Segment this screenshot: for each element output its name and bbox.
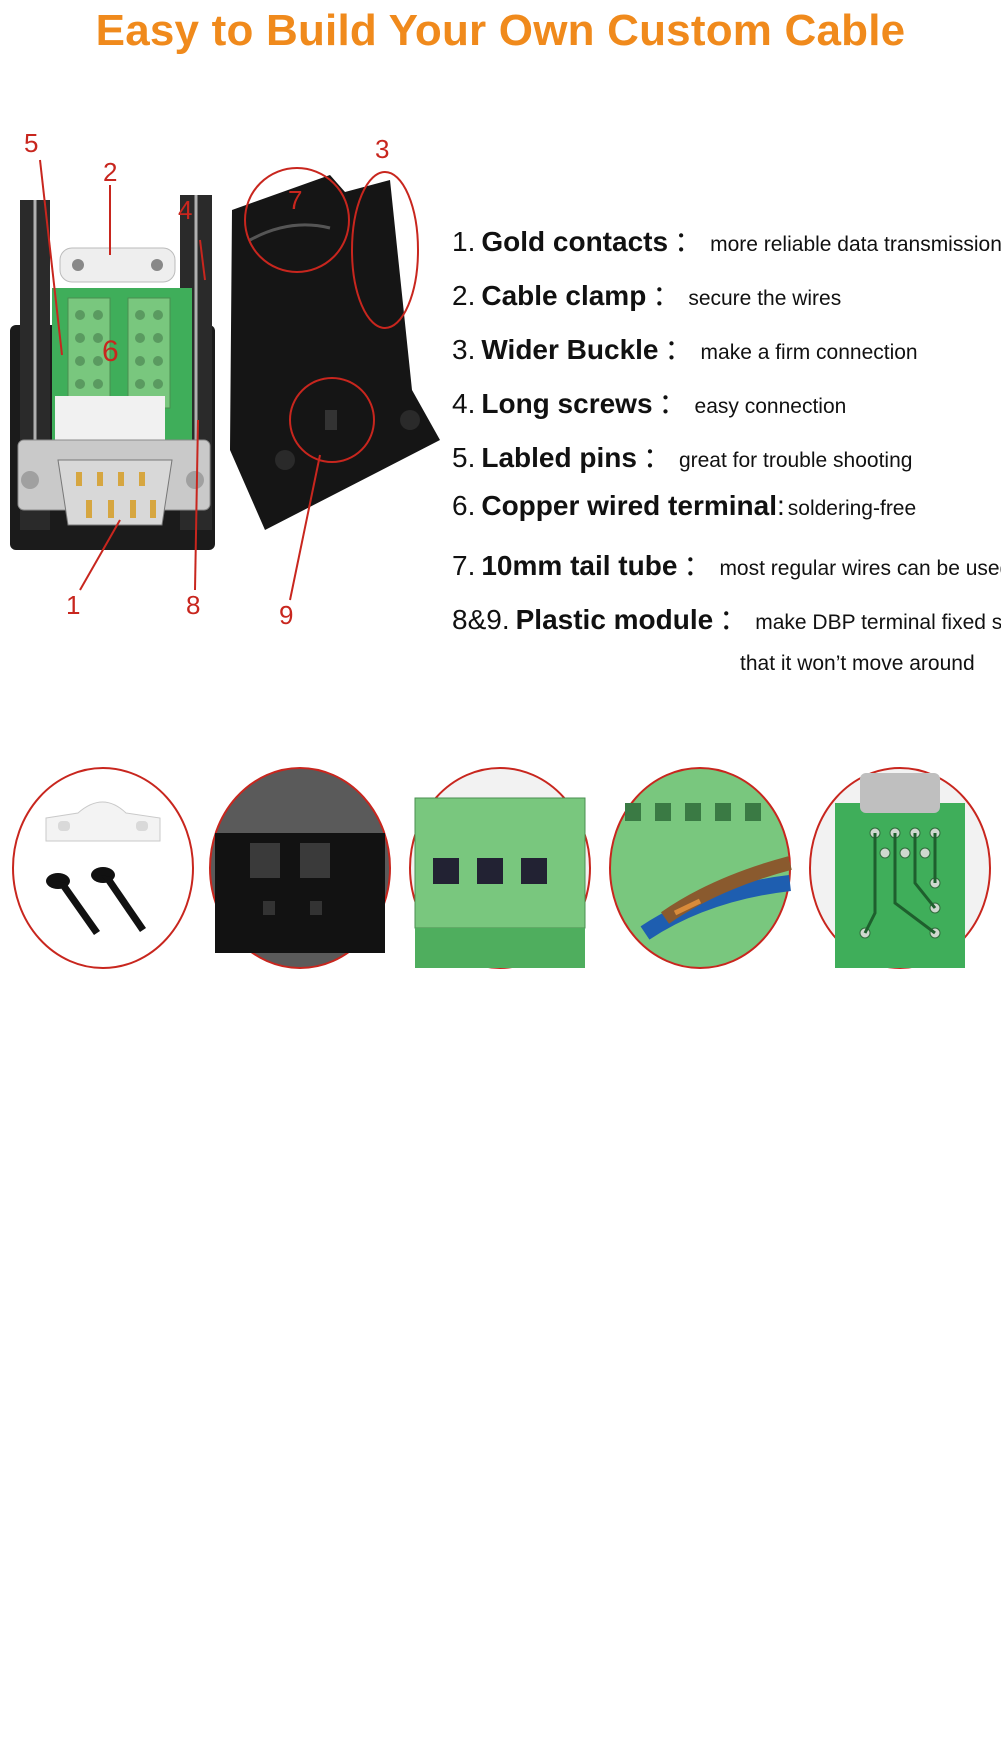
- thumbnail-pcb-traces: [809, 767, 991, 969]
- feature-list: 1. Gold contacts ： more reliable data tr…: [452, 220, 1001, 652]
- feature-name: Long screws: [481, 388, 653, 419]
- feature-number: 5.: [452, 442, 476, 473]
- detail-thumbnails: 5 4 3 9 6 5 4 3 2 1 GND: [0, 755, 1001, 1741]
- cable-clamp: [59, 247, 176, 283]
- thumb-pin-label: 4: [490, 1675, 501, 1695]
- feature-description: more reliable data transmission: [710, 233, 1001, 256]
- thumb-pin-label: 3: [532, 1675, 543, 1695]
- feature-number: 6.: [452, 490, 476, 521]
- pcb-pin-label: 5: [914, 1655, 921, 1669]
- feature-description: soldering-free: [787, 497, 917, 520]
- plastic-cover: [230, 175, 440, 530]
- feature-separator: ：: [683, 550, 712, 581]
- feature-item: 1. Gold contacts ： more reliable data tr…: [452, 220, 1001, 274]
- feature-number: 3.: [452, 334, 476, 365]
- pcb-pin-label: 6: [930, 1610, 937, 1624]
- product-diagram: 5 2 4 7 3 6 1 8 9: [0, 120, 445, 660]
- feature-item: 7. 10mm tail tube ： most regular wires c…: [452, 544, 1001, 598]
- feature-name: Wider Buckle: [481, 334, 659, 365]
- callout-label-8: 8: [186, 590, 201, 620]
- feature-separator: ：: [642, 442, 671, 473]
- feature-description: most regular wires can be used: [719, 557, 1001, 580]
- callout-label-5: 5: [24, 128, 39, 158]
- feature-item: 6. Copper wired terminal : soldering-fre…: [452, 490, 1001, 544]
- feature-item: 8&9. Plastic module ： make DBP terminal …: [452, 598, 1001, 652]
- callout-label-4: 4: [178, 195, 193, 225]
- plastic-module: [55, 396, 165, 444]
- feature-number: 2.: [452, 280, 476, 311]
- feature-separator: ：: [664, 334, 693, 365]
- feature-description: make DBP terminal fixed so: [755, 611, 1001, 634]
- feature-number: 1.: [452, 226, 476, 257]
- feature-name: 10mm tail tube: [481, 550, 678, 581]
- page-title: Easy to Build Your Own Custom Cable: [95, 6, 906, 55]
- feature-item: 4. Long screws ： easy connection: [452, 382, 1001, 436]
- feature-description: secure the wires: [688, 287, 842, 310]
- feature-number: 7.: [452, 550, 476, 581]
- callout-label-6: 6: [102, 335, 119, 368]
- callout-circle-3: [351, 171, 419, 329]
- feature-separator: ：: [652, 280, 681, 311]
- thumbnail-terminal: [409, 767, 591, 969]
- feature-name: Labled pins: [481, 442, 637, 473]
- feature-continuation: that it won’t move around: [740, 652, 975, 675]
- feature-description: make a firm connection: [700, 341, 918, 364]
- terminal-block-right: [127, 297, 171, 409]
- callout-circle-9: [289, 377, 375, 463]
- feature-number: 4.: [452, 388, 476, 419]
- feature-separator: :: [776, 490, 785, 521]
- pcb-pin-label: 3: [914, 1691, 921, 1705]
- pcb-pin-label: GND: [848, 1723, 873, 1735]
- feature-name: Cable clamp: [481, 280, 647, 311]
- feature-item: 5. Labled pins ： great for trouble shoot…: [452, 436, 1001, 490]
- pcb-pin-label: 1: [914, 1727, 921, 1741]
- thumbnail-cover-latch: [209, 767, 391, 969]
- pcb-pin-label: 9: [848, 1630, 855, 1644]
- pcb-pin-label: 2: [914, 1709, 921, 1723]
- feature-separator: ：: [719, 604, 748, 635]
- callout-label-7: 7: [288, 185, 303, 215]
- thumbnail-clamp-screws: [12, 767, 194, 969]
- feature-description: great for trouble shooting: [678, 449, 913, 472]
- callout-circle-7: [244, 167, 350, 273]
- feature-number: 8&9.: [452, 604, 510, 635]
- thumbnail-wire-insertion: [609, 767, 792, 969]
- feature-item: 3. Wider Buckle ： make a firm connection: [452, 328, 1001, 382]
- callout-label-9: 9: [279, 600, 294, 630]
- feature-name: Plastic module: [515, 604, 714, 635]
- connector-illustration: [10, 159, 440, 601]
- feature-separator: ：: [674, 226, 703, 257]
- callout-label-2: 2: [103, 157, 118, 187]
- callout-label-1: 1: [66, 590, 81, 620]
- feature-name: Gold contacts: [481, 226, 669, 257]
- feature-separator: ：: [658, 388, 687, 419]
- feature-item: 2. Cable clamp ： secure the wires: [452, 274, 1001, 328]
- callout-label-3: 3: [375, 134, 390, 164]
- pcb-pin-label: 4: [914, 1673, 921, 1687]
- feature-description: easy connection: [694, 395, 847, 418]
- feature-name: Copper wired terminal: [481, 490, 777, 521]
- thumb-pin-label: 5: [448, 1675, 459, 1695]
- terminal-block-left: [67, 297, 111, 409]
